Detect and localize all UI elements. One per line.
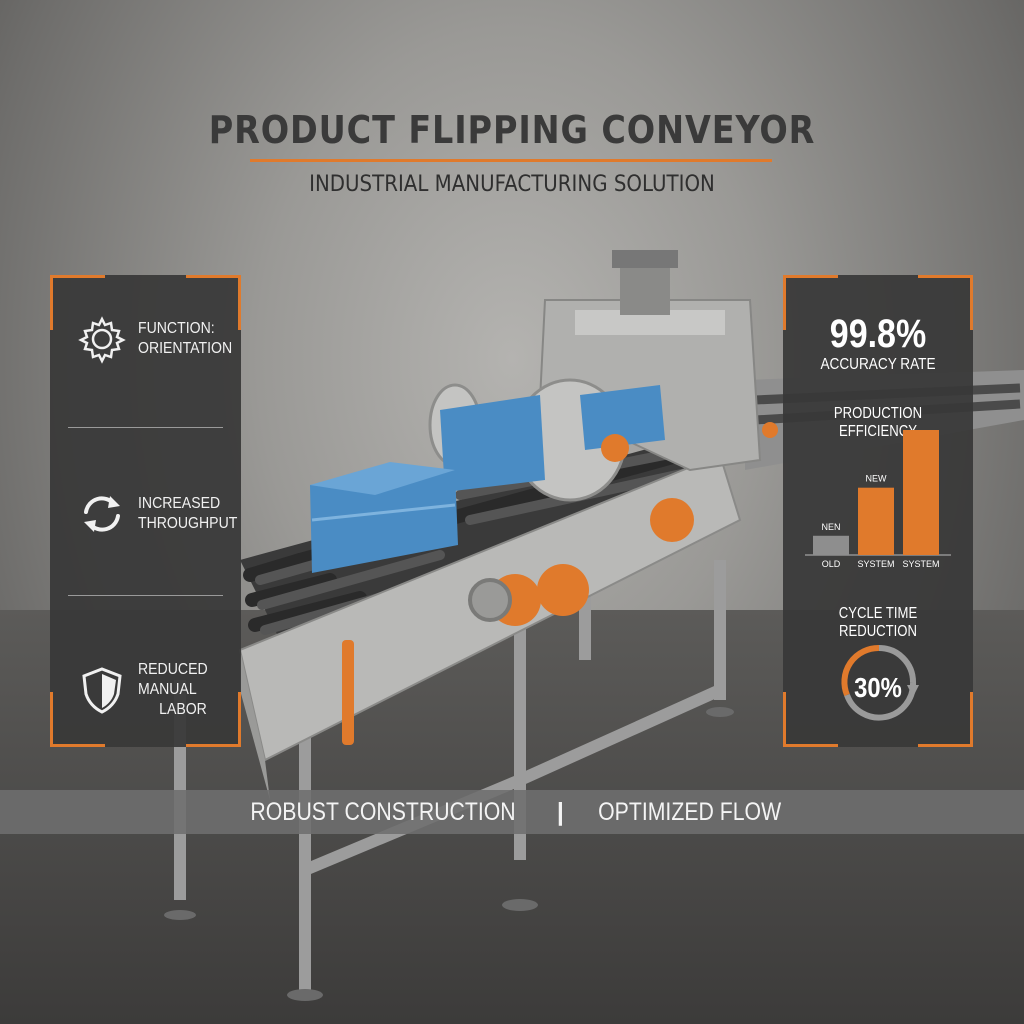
shield-icon [82, 667, 122, 714]
efficiency-category-label: OLD [822, 559, 841, 569]
panel-corner [186, 275, 241, 330]
efficiency-bar [903, 430, 939, 555]
banner-separator: | [556, 797, 564, 826]
divider [68, 427, 223, 428]
gear-icon [78, 316, 126, 364]
panel-corner [50, 275, 105, 330]
efficiency-bar [858, 487, 894, 555]
efficiency-chart-title: PRODUCTION EFFICIENCY [833, 405, 923, 440]
cycle-ring-icon [841, 644, 919, 721]
accuracy-value: 99.8% [829, 312, 927, 356]
cycle-arrows-icon [84, 496, 120, 532]
bottom-banner: ROBUST CONSTRUCTION | OPTIMIZED FLOW [0, 790, 1024, 834]
panel-corner [50, 692, 105, 747]
page-title: PRODUCT FLIPPING CONVEYOR [208, 108, 816, 152]
efficiency-bar-chart: OLD NEN SYSTEM NEW SYSTEM [805, 430, 951, 569]
feature-label-line: LABOR [159, 701, 207, 718]
feature-throughput: INCREASED THROUGHPUT [76, 488, 251, 540]
feature-label-line: REDUCED [138, 661, 208, 678]
efficiency-bar-label: NEW [866, 474, 888, 484]
feature-labor: REDUCED MANUAL LABOR [76, 660, 217, 720]
feature-label-line: MANUAL [138, 681, 197, 698]
stats-panel: 99.8% ACCURACY RATE PRODUCTION EFFICIENC… [783, 275, 973, 747]
title-underline [250, 159, 772, 162]
feature-label-line: FUNCTION: [138, 320, 215, 337]
divider [68, 595, 223, 596]
panel-corner [918, 692, 973, 747]
panel-corner [918, 275, 973, 330]
efficiency-category-label: SYSTEM [902, 559, 939, 569]
banner-right-text: OPTIMIZED FLOW [598, 797, 782, 826]
features-panel: FUNCTION: ORIENTATION INCREASED THROUGHP… [50, 275, 241, 747]
panel-corner [783, 275, 838, 330]
feature-label-line: THROUGHPUT [138, 515, 238, 532]
efficiency-category-label: SYSTEM [857, 559, 894, 569]
panel-corner [783, 692, 838, 747]
efficiency-bar-label: NEN [821, 522, 840, 532]
efficiency-bar [813, 535, 849, 555]
feature-label-line: INCREASED [138, 495, 221, 512]
cycle-time-value: 30% [854, 672, 902, 703]
panel-corner [186, 692, 241, 747]
page-subtitle: INDUSTRIAL MANUFACTURING SOLUTION [309, 172, 715, 197]
feature-orientation: FUNCTION: ORIENTATION [76, 313, 245, 365]
cycle-time-title: CYCLE TIME REDUCTION [838, 605, 918, 640]
feature-label-line: ORIENTATION [138, 340, 233, 357]
banner-left-text: ROBUST CONSTRUCTION [250, 797, 516, 826]
accuracy-caption: ACCURACY RATE [820, 356, 936, 373]
